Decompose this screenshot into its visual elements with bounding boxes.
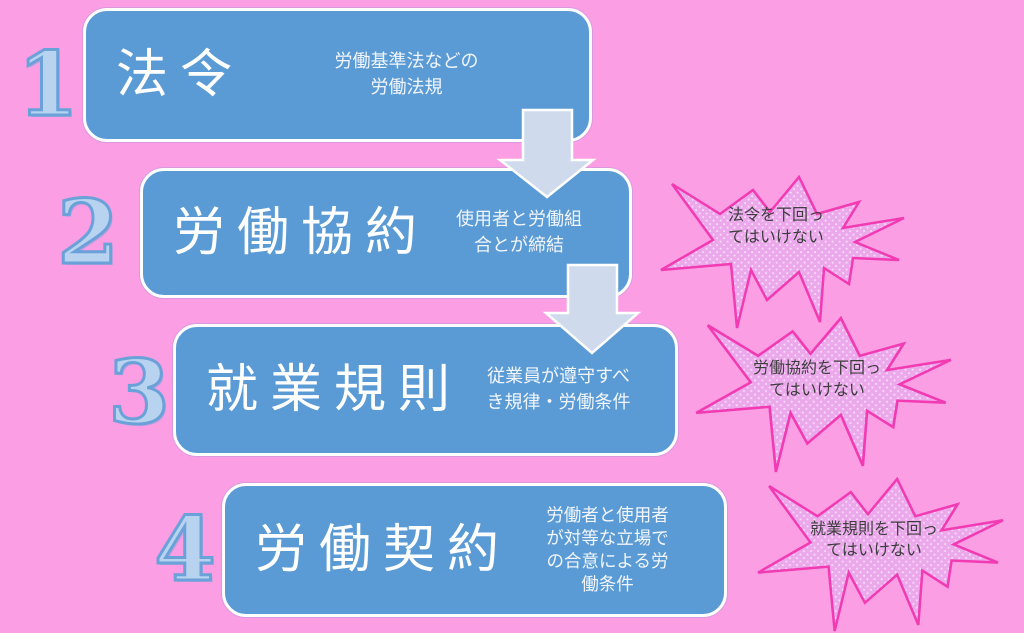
callout-burst-work-rules: 就業規則を下回っ てはいけない	[753, 472, 1005, 633]
starburst-icon	[659, 175, 906, 330]
step-number-2: 2	[56, 180, 120, 284]
step-subtitle-laws: 労働基準法などの 労働法規	[334, 51, 479, 97]
step-title-labor-contract: 労働契約	[255, 521, 512, 579]
step-subtitle-labor-agreement: 使用者と労働組 合とが締結	[456, 209, 582, 255]
step-title-labor-agreement: 労働協約	[173, 204, 430, 262]
step-title-laws: 法令	[116, 46, 245, 104]
step-subtitle-work-rules: 従業員が遵守すべ き規律・労働条件	[486, 366, 631, 412]
step-box-labor-contract: 労働契約 労働者と使用者 が対等な立場で の合意による労 働条件	[222, 483, 727, 617]
callout-burst-labor-agreement: 労働協約を下回っ てはいけない	[691, 311, 953, 474]
step-number-4: 4	[153, 497, 217, 601]
step-number-1: 1	[16, 32, 80, 136]
step-box-laws: 法令 労働基準法などの 労働法規	[83, 8, 592, 142]
callout-text-labor-agreement: 労働協約を下回っ てはいけない	[752, 360, 881, 399]
step-number-3: 3	[107, 340, 171, 444]
step-title-work-rules: 就業規則	[206, 361, 463, 419]
callout-text-laws: 法令を下回っ てはいけない	[727, 207, 824, 246]
callout-burst-laws: 法令を下回っ てはいけない	[656, 170, 906, 330]
step-subtitle-labor-contract: 労働者と使用者 が対等な立場で の合意による労 働条件	[546, 504, 669, 595]
step-box-labor-agreement: 労働協約 使用者と労働組 合とが締結	[140, 168, 632, 298]
callout-text-work-rules: 就業規則を下回っ てはいけない	[809, 520, 938, 560]
step-box-work-rules: 就業規則 従業員が遵守すべ き規律・労働条件	[173, 324, 678, 456]
